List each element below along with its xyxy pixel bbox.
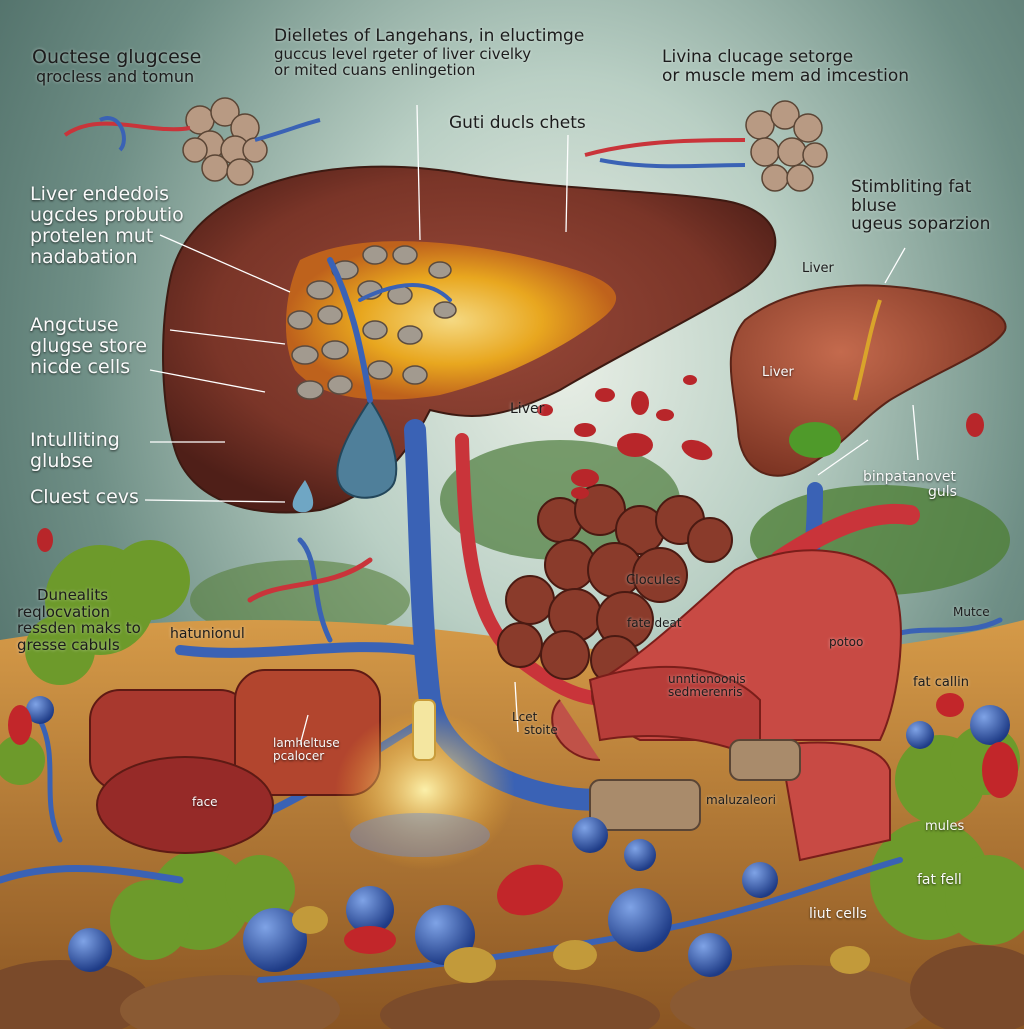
label-dunealits-line-3: ressden maks to: [17, 619, 141, 637]
label-binpatanovet: binpatanovet guls: [863, 469, 957, 501]
label-dunealits-line-1: Dunealits: [37, 586, 109, 604]
leader-lines: [144, 104, 919, 746]
label-lamheltuse-line-2: pcalocer: [273, 749, 325, 764]
light-glow: [335, 710, 515, 870]
label-liver-endedois-line-4: nadabation: [30, 245, 138, 268]
label-liver-main: Liver: [510, 401, 545, 417]
label-dunealits: Dunealits reqlocvation ressden maks to g…: [17, 587, 141, 653]
label-stimbliting-line-1: Stimbliting fat: [851, 177, 972, 197]
label-potoo: potoo: [829, 635, 864, 649]
connector-ribbons: [63, 116, 746, 169]
glycogen-cluster-right: [745, 100, 828, 192]
label-liver-endedois-line-2: ugcdes probutio: [30, 203, 184, 226]
glycogen-cluster-left: [182, 97, 268, 186]
label-angctuse-line-1: Angctuse: [30, 314, 119, 336]
glass-vial: [412, 699, 436, 761]
label-angctuse-line-2: glugse store: [30, 334, 148, 357]
label-guti-ducls: Guti ducls chets: [449, 113, 586, 133]
label-liver-endedois-line-3: protelen mut: [30, 224, 154, 247]
label-unntionoonis-line-1: unntionoonis: [668, 672, 746, 686]
moss-clumps: [0, 540, 1024, 960]
ribbed-tube: [589, 779, 701, 831]
label-lamheltuse: lamheltuse pcalocer: [273, 736, 340, 764]
label-top-center-line-2: guccus level rgeter of liver civelky: [274, 44, 532, 63]
label-liut-cells: liut cells: [809, 906, 867, 922]
label-cluest-cevs: Cluest cevs: [30, 486, 139, 508]
label-lamheltuse-line-1: lamheltuse: [273, 736, 340, 750]
label-dunealits-line-2: reqlocvation: [17, 602, 110, 621]
small-drop: [292, 480, 314, 513]
label-dunealits-line-4: gresse cabuls: [17, 635, 120, 654]
label-lcet-stoite-line-2: stoite: [524, 723, 558, 738]
label-top-left: Ouctese glugcese qrocless and tomun: [32, 47, 201, 85]
label-stimbliting-line-2: bluse: [851, 195, 897, 216]
fat-tissue: [89, 669, 381, 854]
label-top-right-line-1: Livina clucage setorge: [662, 47, 854, 67]
hepatocyte-cells: [287, 245, 457, 400]
label-binpatanovet-line-2: guls: [928, 484, 957, 501]
label-unntionoonis-line-2: sedmerenris: [668, 685, 743, 700]
ground-cells: [8, 693, 1018, 983]
label-intulliting: Intulliting glubse: [30, 430, 120, 472]
label-fate-deat: fate deat: [627, 616, 682, 630]
label-top-right-line-2: or muscle mem ad imcestion: [662, 65, 910, 86]
label-liver-endedois: Liver endedois ugcdes probutio protelen …: [30, 184, 184, 268]
label-liver-small-top: Liver: [802, 261, 834, 276]
label-mules: mules: [925, 819, 965, 834]
label-fat-callin: fat callin: [913, 675, 969, 690]
label-clocules: Clocules: [626, 573, 681, 588]
muscle-block-lower: [778, 741, 891, 862]
gallbladder: [789, 422, 841, 458]
label-hatunionul: hatunionul: [170, 626, 245, 642]
red-blood-cells: [37, 375, 984, 552]
sparkle-pool: [350, 813, 490, 857]
label-top-left-line-1: Ouctese glugcese: [32, 46, 202, 68]
label-top-right: Livina clucage setorge or muscle mem ad …: [662, 48, 909, 85]
label-liver-endedois-line-1: Liver endedois: [30, 183, 169, 205]
muscle-tube: [588, 665, 761, 762]
label-stimbliting-line-3: ugeus soparzion: [851, 214, 991, 235]
small-liver: [729, 284, 1007, 477]
label-angctuse-line-3: nicde cells: [30, 355, 131, 378]
label-top-center: Dielletes of Langehans, in eluctimge guc…: [274, 27, 584, 79]
label-lcet-stoite: Lcet stoite: [512, 710, 558, 738]
ground-rocks: [0, 945, 1024, 1029]
label-mutce: Mutce: [953, 605, 990, 619]
label-maluzaleori: maluzaleori: [706, 793, 776, 807]
label-top-center-line-3: or mited cuans enlingetion: [274, 61, 476, 80]
label-fat-fell: fat fell: [917, 872, 962, 888]
label-intulliting-line-1: Intulliting: [30, 429, 120, 451]
label-unntionoonis: unntionoonis sedmerenris: [668, 672, 746, 700]
clocules: [497, 484, 733, 685]
label-intulliting-line-2: glubse: [30, 449, 94, 472]
label-lcet-stoite-line-1: Lcet: [512, 710, 538, 724]
label-top-left-line-2: qrocless and tomun: [36, 66, 195, 86]
glucose-drop: [336, 398, 398, 499]
label-binpatanovet-line-1: binpatanovet: [863, 469, 957, 485]
label-stimbliting: Stimbliting fat bluse ugeus soparzion: [851, 178, 990, 234]
label-angctuse: Angctuse glugse store nicde cells: [30, 315, 147, 378]
label-liver-small-inner: Liver: [762, 365, 794, 380]
label-face: face: [192, 795, 218, 809]
label-top-center-line-1: Dielletes of Langehans, in eluctimge: [274, 26, 585, 46]
